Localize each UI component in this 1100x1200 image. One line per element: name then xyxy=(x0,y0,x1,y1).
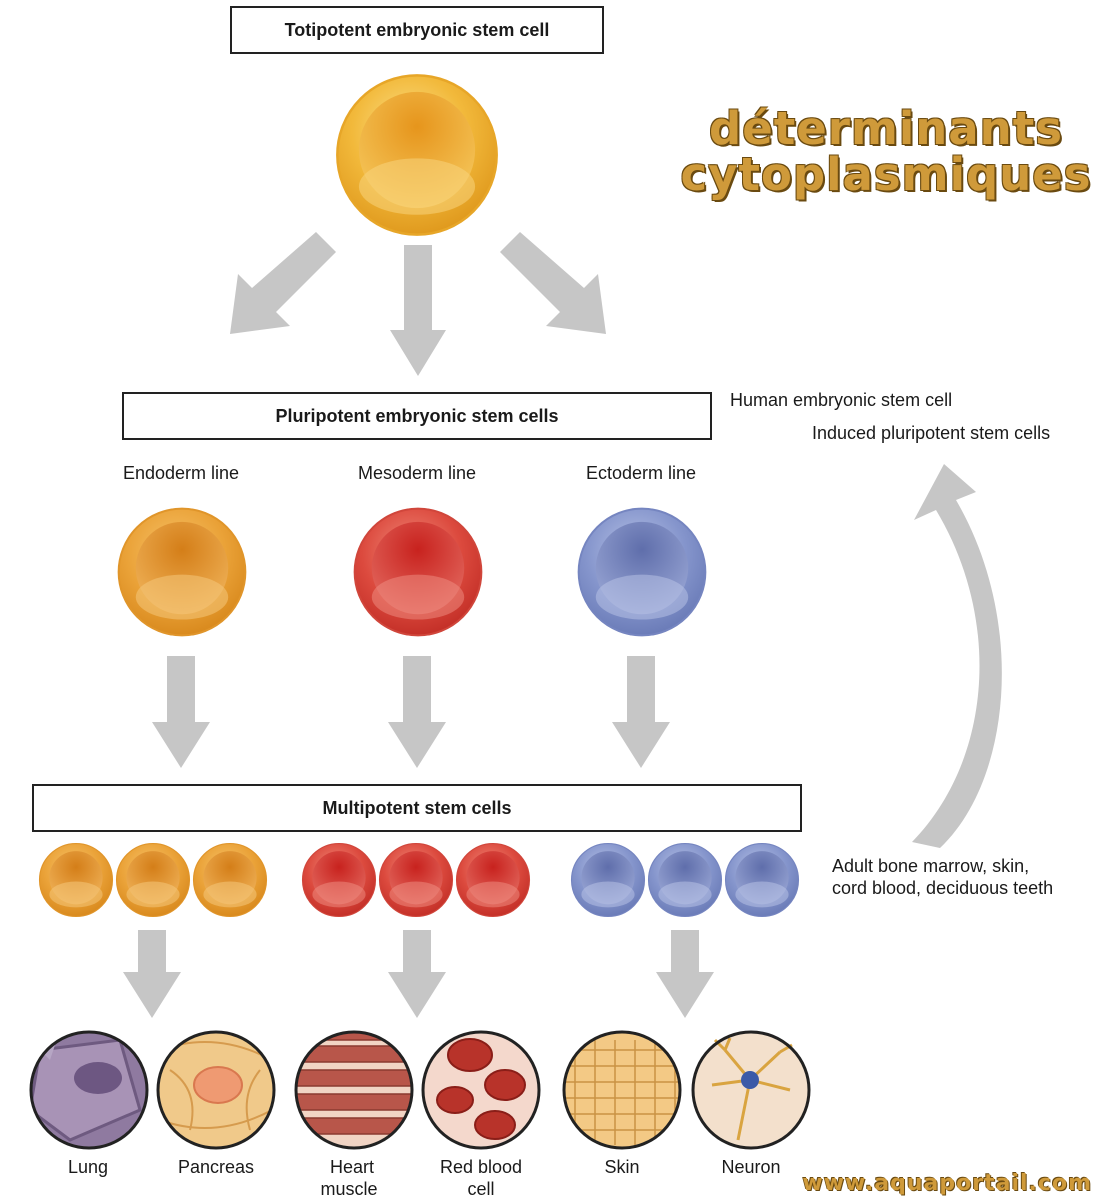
heart-muscle-label-line-2: muscle xyxy=(320,1179,378,1199)
neuron-cell-icon xyxy=(691,1030,811,1150)
multipotent-cells xyxy=(38,842,800,918)
mesoderm-line-label: Mesoderm line xyxy=(357,463,477,483)
arrow-down-ectoderm-bottom xyxy=(656,930,714,1018)
pancreas-label: Pancreas xyxy=(177,1157,255,1177)
adult-sources-line-1: Adult bone marrow, skin, xyxy=(832,856,1030,876)
lung-cell-icon xyxy=(29,1030,149,1150)
arrow-down-ectoderm xyxy=(612,656,670,768)
neuron-label: Neuron xyxy=(721,1157,781,1177)
adult-sources-line-2: cord blood, deciduous teeth xyxy=(832,878,1054,898)
heart-muscle-label-line-1: Heart xyxy=(329,1157,375,1177)
arrow-down-mesoderm xyxy=(388,656,446,768)
pancreas-cell-icon xyxy=(156,1030,276,1150)
arrow-down-right xyxy=(500,232,606,334)
arrows-totipotent-to-pluripotent xyxy=(230,232,606,376)
watermark: www.aquaportail.com xyxy=(802,1171,1092,1196)
endoderm-cell-icon xyxy=(117,507,247,637)
multipotent-ectoderm-cell-icon xyxy=(570,842,646,918)
ectoderm-cell-icon xyxy=(577,507,707,637)
totipotent-box: Totipotent embryonic stem cell xyxy=(230,6,604,54)
reprogramming-curved-arrow xyxy=(912,464,1002,848)
red-blood-cell-icon xyxy=(421,1030,541,1150)
multipotent-endoderm-cell-icon xyxy=(192,842,268,918)
multipotent-endoderm-cell-icon xyxy=(38,842,114,918)
title-line-2: cytoplasmiques xyxy=(680,148,1092,201)
red-blood-cell-label-line-1: Red blood xyxy=(439,1157,523,1177)
multipotent-box: Multipotent stem cells xyxy=(32,784,802,832)
skin-cell-icon xyxy=(562,1030,682,1150)
arrow-down-endoderm-bottom xyxy=(123,930,181,1018)
ectoderm-line-label: Ectoderm line xyxy=(585,463,697,483)
mesoderm-cell-icon xyxy=(353,507,483,637)
heart-muscle-cell-icon xyxy=(294,1030,414,1150)
arrows-multipotent-to-specialized xyxy=(123,930,714,1018)
human-esc-note: Human embryonic stem cell xyxy=(730,390,953,410)
arrows-pluripotent-to-multipotent xyxy=(152,656,670,768)
title-line-1: déterminants xyxy=(708,102,1063,155)
lung-label: Lung xyxy=(67,1157,109,1177)
multipotent-mesoderm-cell-icon xyxy=(301,842,377,918)
arrow-down-mesoderm-bottom xyxy=(388,930,446,1018)
arrow-down-endoderm xyxy=(152,656,210,768)
multipotent-mesoderm-cell-icon xyxy=(378,842,454,918)
endoderm-line-label: Endoderm line xyxy=(122,463,240,483)
multipotent-ectoderm-cell-icon xyxy=(647,842,723,918)
arrow-down-left xyxy=(230,232,336,334)
pluripotent-box: Pluripotent embryonic stem cells xyxy=(122,392,712,440)
arrow-down-center xyxy=(390,245,446,376)
skin-label: Skin xyxy=(604,1157,640,1177)
totipotent-cell-icon xyxy=(336,74,498,236)
multipotent-mesoderm-cell-icon xyxy=(455,842,531,918)
red-blood-cell-label-line-2: cell xyxy=(467,1179,495,1199)
ipsc-note: Induced pluripotent stem cells xyxy=(812,423,1051,443)
multipotent-endoderm-cell-icon xyxy=(115,842,191,918)
multipotent-ectoderm-cell-icon xyxy=(724,842,800,918)
